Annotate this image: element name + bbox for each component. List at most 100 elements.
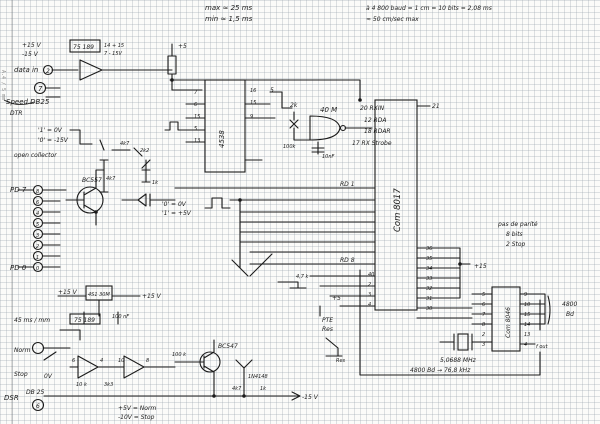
u7-pin-6: 6: [482, 302, 485, 308]
chip-u4-label: Com 8017: [393, 188, 403, 232]
baud-note-line2: ≈ 50 cm/sec max: [366, 16, 419, 23]
pd-pin-1: 1: [36, 255, 39, 261]
u7-fout-label: f out: [536, 344, 549, 350]
stop-label: Stop: [14, 371, 28, 378]
margin-note: A.4 / 5 mm: [0, 70, 6, 100]
pd-pin-3: 3: [36, 233, 39, 239]
parity-line3: 2 Stop: [506, 241, 526, 248]
led-resistor-chain: [99, 139, 151, 193]
timing-max-note: max ≈ 25 ms: [205, 4, 253, 12]
timebase-label: 45 ms / mm: [14, 317, 50, 324]
pd-pin-6: 6: [36, 200, 39, 206]
norm-label: Norm: [14, 347, 31, 354]
pd-pin-8: 8: [36, 189, 39, 195]
pd-wires: [17, 189, 67, 268]
oc-label: open collector: [14, 152, 57, 159]
clock-wire: [359, 269, 541, 376]
u6-pin-10: 10: [118, 358, 124, 364]
bottom-diode: [235, 359, 253, 397]
u4-pin-4: 4: [368, 302, 371, 308]
u2-pin-5: 5: [194, 126, 197, 132]
plus15-out: +15: [474, 263, 487, 270]
logic-pulse-waveform: [204, 197, 231, 209]
res-label: Res: [336, 358, 346, 364]
supply-plus15-b: +15 V: [142, 293, 162, 300]
pte-res-label: Res: [322, 326, 333, 333]
oc-level-0: '0' = -15V: [38, 137, 69, 144]
pte-label: PTE: [322, 317, 333, 324]
u4-pin-31: 31: [426, 296, 432, 302]
u7-pin-14: 14: [524, 322, 530, 328]
rc-diode: [289, 111, 299, 129]
bottom-100k: 100 k: [172, 352, 187, 358]
u7-pin-wires: [471, 293, 546, 345]
rc-10nf: 10nF: [322, 154, 335, 160]
wire-to-u2: [169, 69, 203, 91]
u2-pin-6: 6: [194, 102, 197, 108]
u7-pin-13: 13: [524, 332, 530, 338]
u4-pin-40: 40: [368, 272, 374, 278]
u6-pin-4: 4: [100, 358, 103, 364]
u2-pin-9: 9: [250, 114, 253, 120]
chip-u7-label: Com 8046: [505, 307, 512, 338]
wire-top-bus: [169, 79, 361, 101]
baud-out-4800: 4800: [562, 301, 577, 308]
led-diode: [121, 193, 176, 207]
norm-stop-connector: [31, 341, 45, 355]
speed-underline: [3, 99, 35, 105]
chip-u7-box: [491, 286, 521, 352]
u4-bottom-wires: [309, 275, 376, 307]
transistor-leads: [65, 187, 97, 213]
logic-level-1: '1' = +5V: [162, 210, 192, 217]
bottom-4k7: 4k7: [232, 386, 242, 392]
chip-u2-box: [204, 79, 246, 173]
u7-pin-10: 10: [524, 302, 530, 308]
led-4k7-b: 4k7: [106, 176, 116, 182]
u4-right-bus: [416, 247, 471, 299]
u1-supply-plus: 14 + 15: [104, 43, 124, 49]
u4-pin-21: 21: [432, 103, 440, 110]
data-in-pin: 2: [46, 68, 50, 75]
u7-pin-8: 8: [482, 322, 485, 328]
crystal-leads: [439, 333, 493, 351]
u4-pin-30: 30: [426, 306, 432, 312]
pd-pin-2: 2: [36, 244, 39, 250]
wire-speed-detect: [45, 87, 61, 98]
u6-pin-8: 8: [146, 358, 149, 364]
u2-pin-16: 16: [250, 88, 256, 94]
oc-level-1: '1' = 0V: [38, 127, 63, 134]
rc-network: [293, 127, 325, 155]
u4-pin-3: 3: [368, 292, 371, 298]
u2-pin-15: 15: [194, 114, 200, 120]
transistor-label: BC557: [82, 177, 102, 184]
pd-pin-4: 4: [36, 211, 39, 217]
u1-supply-minus: 7 - 15V: [104, 51, 123, 57]
dsr-title: DSR: [4, 394, 19, 402]
ov-label: 0V: [44, 373, 53, 380]
dsr-connector: [31, 398, 45, 412]
speed-detect-sub: DTR: [10, 110, 22, 117]
u4-pin-32: 32: [426, 286, 432, 292]
baud-select-brace: [547, 295, 551, 325]
chip-u4-box: [374, 99, 418, 311]
bc547-leads: [174, 339, 215, 397]
rc-100k: 100k: [283, 144, 297, 150]
chip-u1-box: [69, 39, 101, 53]
pd-pin-5: 5: [36, 222, 39, 228]
parity-line2: 8 bits: [506, 231, 523, 238]
res-4k7: 4,7 k: [296, 274, 310, 280]
u2-pulse-waveform: [164, 121, 187, 131]
bottom-note-norm: +5V = Norm: [118, 405, 156, 412]
bottom-1n4148: 1N4148: [248, 374, 268, 380]
u2-pin-7: 7: [194, 90, 198, 96]
data-bus-wires: [174, 187, 376, 265]
dsr-output-wire: [43, 391, 301, 401]
bottom-note-stop: -10V = Stop: [118, 414, 155, 421]
rc-2k: 2k: [290, 102, 298, 109]
u6-buffers: [69, 355, 176, 379]
speed-detect-pin: 7: [38, 85, 43, 93]
u4-pin-33: 33: [426, 276, 432, 282]
plus5-u4: +5: [332, 295, 341, 302]
